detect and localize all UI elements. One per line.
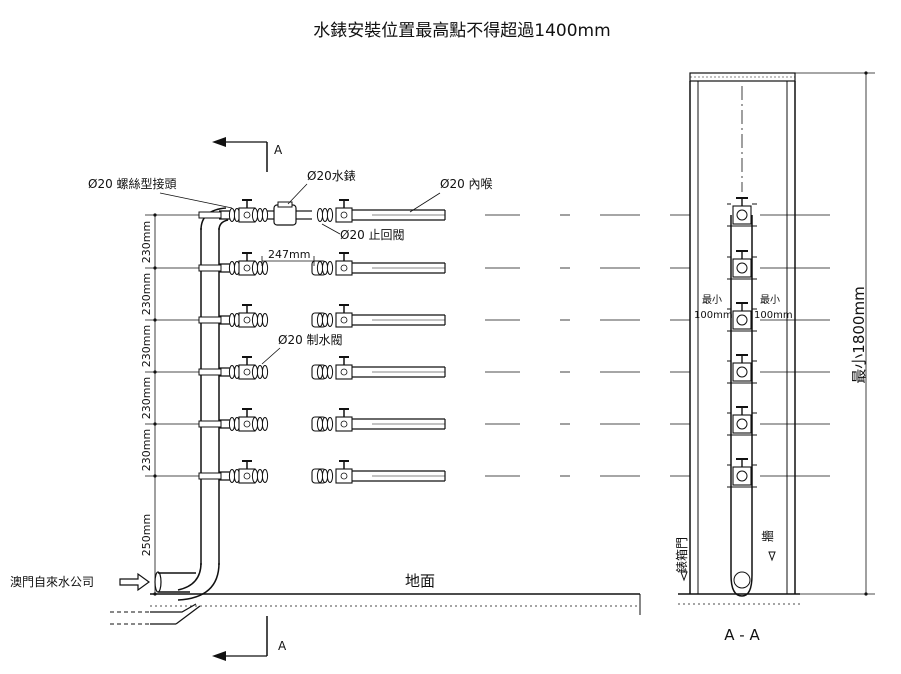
- riser-pipe: [154, 207, 229, 601]
- meter-row: [198, 356, 446, 380]
- stop-valve-icon: [238, 252, 256, 276]
- meter-label: Ø20水錶: [307, 168, 356, 183]
- height-dimension: [795, 71, 875, 596]
- min-right-value: 100mm: [754, 310, 793, 321]
- inner-pipe-label: Ø20 內喉: [440, 177, 493, 191]
- check-valve-coupling: [316, 417, 334, 431]
- meter-row: [198, 304, 446, 328]
- dimension-label-2: 230mm: [140, 273, 153, 315]
- spacing-label: 247mm: [268, 248, 310, 261]
- outlet-valve-icon: [335, 408, 353, 432]
- stop-valve-icon: [238, 460, 256, 484]
- outlet-valve-icon: [335, 304, 353, 328]
- section-marker-top-label: A: [274, 143, 283, 157]
- outlet-valve-icon: [335, 356, 353, 380]
- meter-inlet-coupling: [251, 261, 269, 275]
- meter-inlet-coupling: [251, 313, 269, 327]
- check-valve-coupling: [316, 208, 334, 222]
- check-valve-label: Ø20 止回閥: [340, 228, 405, 242]
- section-valves: [727, 197, 757, 488]
- section-valve-icon: [727, 250, 757, 280]
- min-left-label: 最小: [702, 294, 722, 306]
- diagram-title: 水錶安裝位置最高點不得超過1400mm: [313, 21, 610, 41]
- meter-inlet-coupling: [251, 365, 269, 379]
- ground-slab: [110, 593, 641, 625]
- meter-inlet-coupling: [251, 469, 269, 483]
- cabinet-section: [678, 72, 800, 605]
- meter-rows: [198, 199, 446, 484]
- outlet-valve-icon: [335, 460, 353, 484]
- stop-valve-label: Ø20 制水閥: [278, 333, 343, 347]
- meter-row: [198, 199, 446, 226]
- meter-inlet-coupling: [251, 208, 269, 222]
- meter-row: [198, 460, 446, 484]
- ground-label: 地面: [405, 572, 435, 590]
- check-valve-coupling: [316, 313, 334, 327]
- meter-inlet-coupling: [251, 417, 269, 431]
- section-valve-icon: [727, 458, 757, 488]
- section-riser-pipe: [730, 215, 753, 597]
- wall-label: 牆: [760, 530, 775, 542]
- section-valve-icon: [727, 406, 757, 436]
- vertical-dimension-line: [145, 213, 201, 596]
- dimension-label-5: 230mm: [140, 429, 153, 471]
- connector-label: Ø20 螺絲型接頭: [88, 176, 177, 191]
- wall-arrow-icon: [768, 551, 776, 562]
- meter-row: [198, 252, 446, 276]
- outlet-valve-icon: [335, 199, 353, 223]
- min-left-value: 100mm: [694, 310, 733, 321]
- check-valve-coupling: [316, 261, 334, 275]
- supply-label: 澳門自來水公司: [10, 575, 94, 589]
- section-marker-bottom: A: [212, 616, 287, 661]
- section-valve-icon: [727, 354, 757, 384]
- section-marker-bottom-label: A: [278, 639, 287, 653]
- outlet-valve-icon: [335, 252, 353, 276]
- dimension-label-4: 230mm: [140, 377, 153, 419]
- dimension-label-6: 250mm: [140, 514, 153, 556]
- water-meter-icon: [273, 201, 297, 226]
- dimension-label-1: 230mm: [140, 221, 153, 263]
- cabinet-door-arrow-icon: [680, 571, 688, 582]
- min-height-label: 最小1800mm: [850, 286, 868, 383]
- supply-arrow-icon: [119, 572, 151, 592]
- projection-lines: [485, 214, 830, 477]
- section-valve-icon: [727, 302, 757, 332]
- dimension-label-3: 230mm: [140, 325, 153, 367]
- cabinet-door-label: 錶箱門: [674, 537, 689, 573]
- check-valve-coupling: [316, 469, 334, 483]
- section-title: A - A: [724, 626, 760, 644]
- min-right-label: 最小: [760, 294, 780, 306]
- check-valve-coupling: [316, 365, 334, 379]
- section-valve-icon: [727, 197, 757, 227]
- section-marker-top: A: [212, 137, 283, 172]
- meter-row: [198, 408, 446, 432]
